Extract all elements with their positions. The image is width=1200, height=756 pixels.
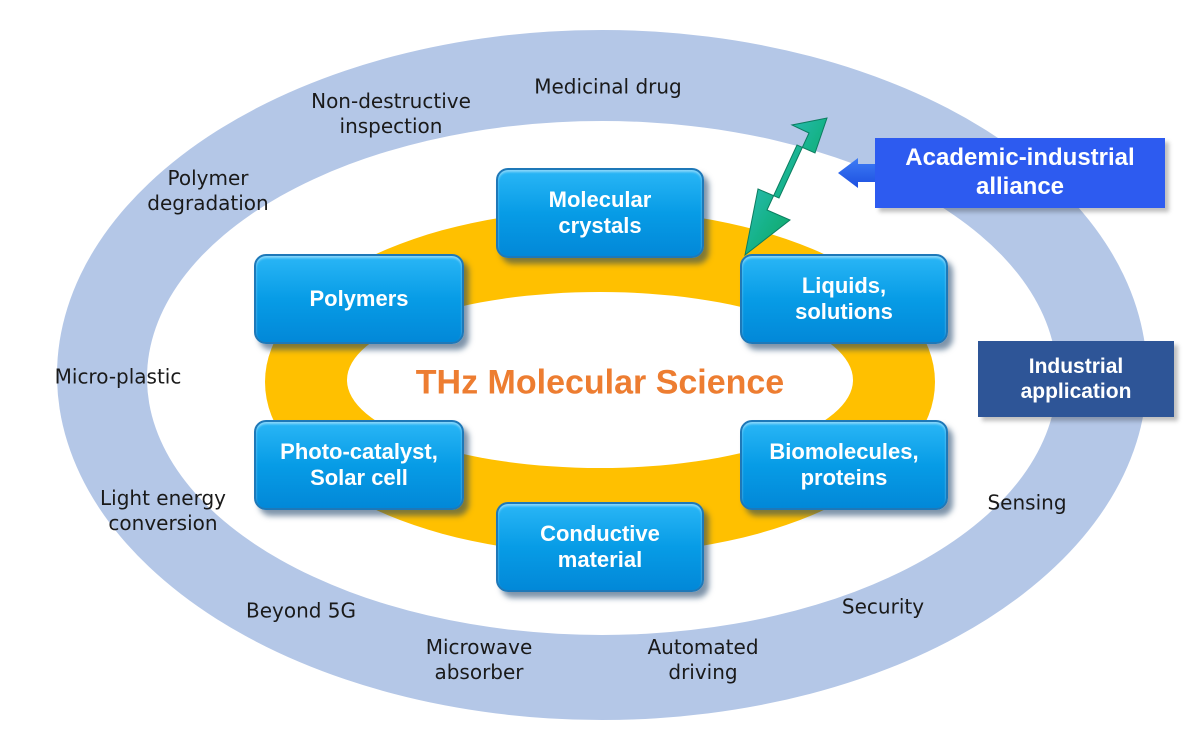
field-box-liquids-solutions: Liquids, solutions [740, 254, 948, 344]
application-micro-plastic: Micro-plastic [54, 364, 182, 389]
application-medicinal-drug: Medicinal drug [534, 74, 682, 99]
application-sensing: Sensing [987, 490, 1067, 515]
left-arrow-icon [838, 158, 880, 188]
field-box-molecular-crystals: Molecular crystals [496, 168, 704, 258]
center-title: THz Molecular Science [415, 363, 785, 402]
inner-ring-center [347, 292, 853, 468]
application-polymer-degradation: Polymer degradation [147, 166, 269, 215]
application-beyond-5g: Beyond 5G [245, 598, 357, 623]
application-security: Security [841, 594, 925, 619]
field-box-polymers: Polymers [254, 254, 464, 344]
industrial-application-label: Industrial application [978, 341, 1174, 417]
application-light-energy-conversion: Light energy conversion [100, 486, 226, 535]
field-box-photo-catalyst: Photo-catalyst, Solar cell [254, 420, 464, 510]
academic-industrial-alliance-label: Academic-industrial alliance [875, 138, 1165, 208]
field-box-conductive-material: Conductive material [496, 502, 704, 592]
double-headed-arrow-icon [744, 117, 828, 257]
field-box-biomolecules: Biomolecules, proteins [740, 420, 948, 510]
application-automated-driving: Automated driving [647, 635, 759, 684]
application-non-destructive-inspection: Non-destructive inspection [311, 89, 471, 138]
application-microwave-absorber: Microwave absorber [425, 635, 533, 684]
